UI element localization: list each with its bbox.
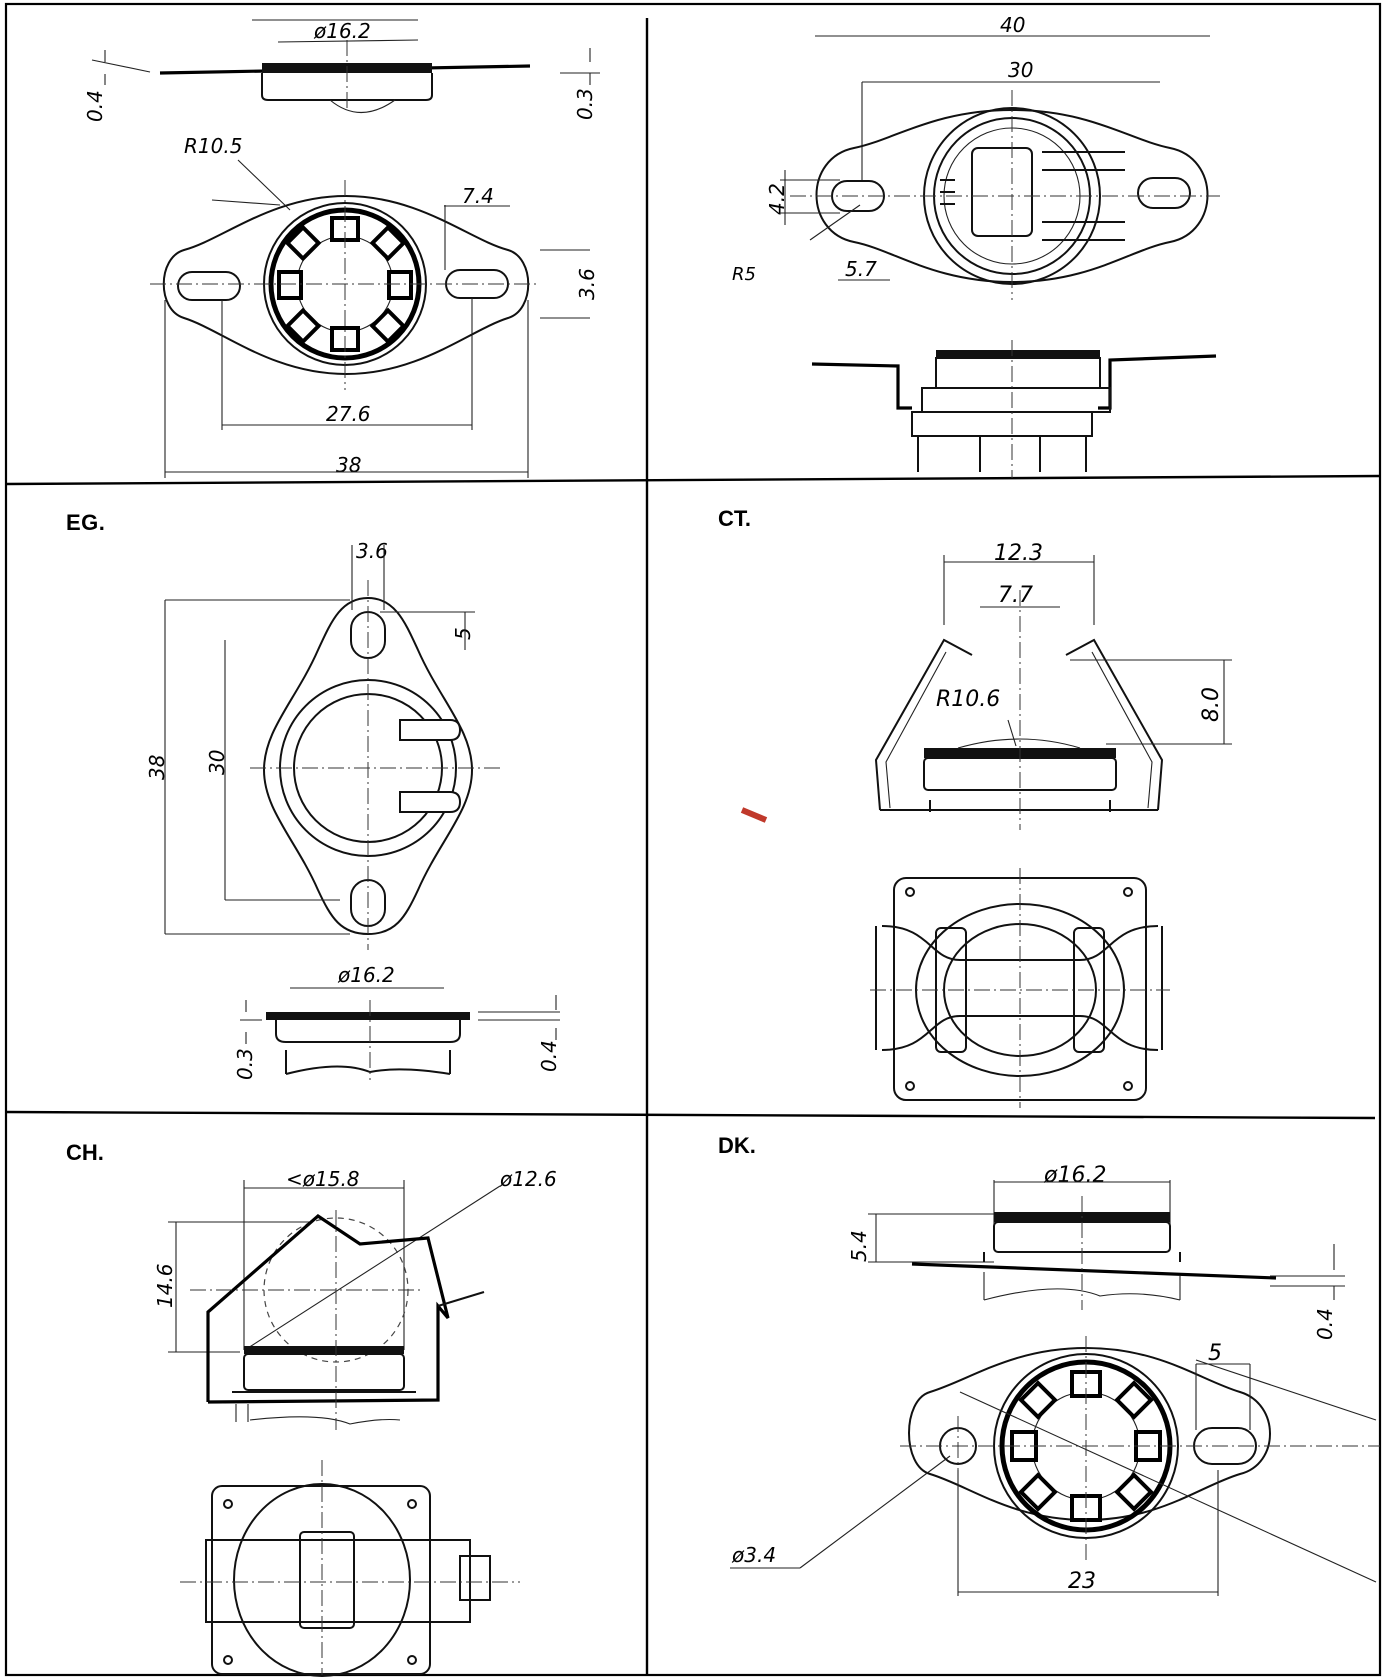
eg-dim-d5: ø16.2: [337, 963, 395, 987]
dk-dim-d3: 0.4: [1313, 1308, 1337, 1340]
ct-dim-d2: 7.7: [998, 583, 1033, 608]
dk-dim-d4: 5: [1208, 1341, 1222, 1366]
panel-dk: DK. ø16.2 5.4 0.4 5 ø3.4 23: [718, 1133, 1380, 1596]
eg-dim-d6: 0.3: [233, 1048, 257, 1080]
eg-plan-view: [164, 545, 500, 950]
tl-plan-view: [150, 159, 590, 478]
dk-side-view: [868, 1180, 1345, 1310]
ct-title: CT.: [718, 506, 751, 531]
ch-dim-d3: 14.6: [153, 1263, 177, 1308]
ct-clip-view: [740, 555, 1232, 830]
eg-dim-d7: 0.4: [537, 1040, 561, 1072]
ch-dim-d1: <ø15.8: [286, 1167, 360, 1191]
ch-dim-d2: ø12.6: [499, 1167, 557, 1191]
tl-dim-d6: 3.6: [575, 268, 599, 300]
dk-dim-d2: 5.4: [847, 1230, 871, 1262]
panel-top-right: 40 30 4.2 R5 5.7: [732, 13, 1220, 478]
panel-top-left: ø16.2 0.4 0.3 R10.5 7.4 3.6 27.6 38: [83, 19, 600, 478]
tr-side-view: [811, 340, 1217, 478]
ch-title: CH.: [66, 1140, 104, 1165]
ct-plan-view: [870, 868, 1170, 1108]
tl-dim-d5: 7.4: [462, 184, 494, 208]
dk-dim-d1: ø16.2: [1043, 1163, 1106, 1188]
ch-plan-view: [180, 1460, 520, 1677]
tl-dim-d7: 27.6: [326, 402, 371, 426]
tl-dim-d3: 0.3: [573, 88, 597, 120]
eg-title: EG.: [66, 510, 105, 535]
tl-dim-d8: 38: [336, 453, 361, 477]
tr-dim-d4: R5: [732, 264, 756, 285]
panel-eg: EG. 3.6 5 38 30 ø16.2 0.3 0.4: [66, 510, 561, 1080]
eg-dim-d2: 5: [451, 627, 475, 640]
grid-frame: [4, 2, 1382, 1677]
eg-side-view: [240, 987, 560, 1080]
eg-dim-d1: 3.6: [356, 539, 388, 563]
tr-plan-view: [780, 35, 1220, 300]
panel-ct: CT. 12.3 7.7 8.0 R10.6: [718, 506, 1232, 1108]
tl-side-view: [91, 19, 600, 113]
panel-ch: CH. <ø15.8 ø12.6 14.6: [66, 1140, 557, 1677]
tl-dim-d4: R10.5: [184, 134, 242, 158]
dk-dim-d5: ø3.4: [731, 1543, 776, 1567]
tr-dim-d2: 30: [1008, 58, 1033, 82]
ct-dim-d4: R10.6: [936, 687, 1000, 712]
dk-dim-d6: 23: [1068, 1569, 1096, 1594]
ch-side-view: [168, 1180, 501, 1430]
tr-dim-d1: 40: [1000, 13, 1025, 37]
tl-dim-d1: ø16.2: [313, 19, 371, 43]
dk-plan-view: [730, 1336, 1380, 1596]
dk-title: DK.: [718, 1133, 756, 1158]
tl-dim-d2: 0.4: [83, 90, 107, 122]
ct-dim-d3: 8.0: [1199, 687, 1224, 722]
tr-dim-d5: 5.7: [845, 257, 877, 281]
